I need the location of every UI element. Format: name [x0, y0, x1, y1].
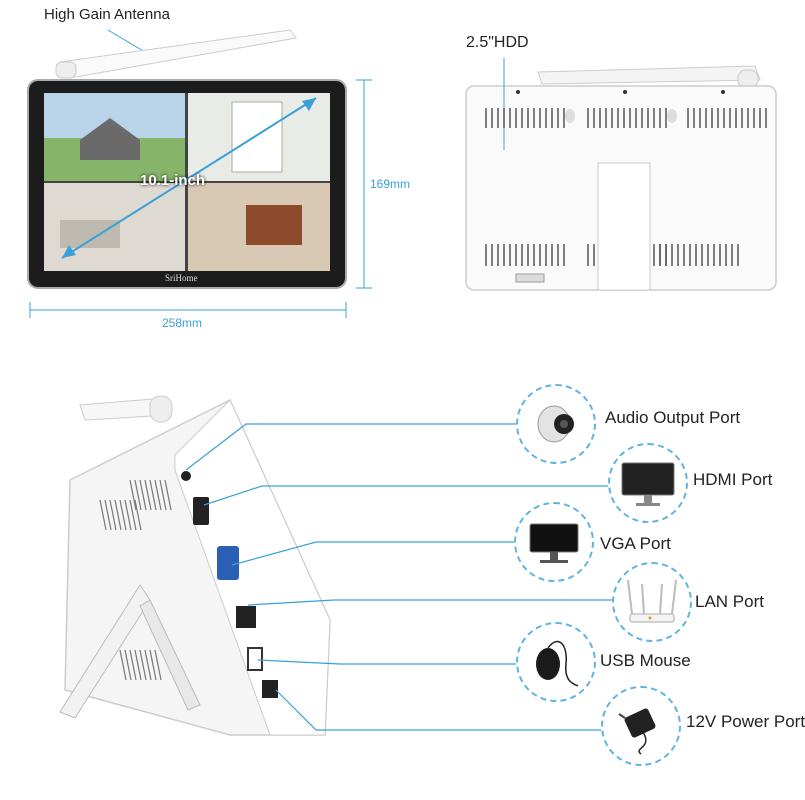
- monitor-icon: [529, 523, 579, 563]
- usb-circle: [516, 622, 596, 702]
- power-port: [262, 680, 278, 698]
- hdmi-circle: [608, 443, 688, 523]
- monitor-back: [465, 58, 777, 291]
- audio-circle: [516, 384, 596, 464]
- antenna-icon: [55, 29, 297, 79]
- hdmi-port: [193, 497, 209, 525]
- hdd-label: 2.5"HDD: [466, 34, 529, 51]
- screen-size-label: 10.1-inch: [140, 172, 206, 189]
- port-leader-lines: [185, 423, 612, 731]
- lan-circle: [612, 562, 692, 642]
- port-label-lan: LAN Port: [695, 592, 764, 611]
- width-dimension: [29, 302, 347, 318]
- antenna-label: High Gain Antenna: [44, 6, 170, 23]
- height-dim-label: 169mm: [370, 177, 411, 191]
- power-circle: [601, 686, 681, 766]
- speaker-icon: [537, 405, 574, 443]
- lan-port: [236, 606, 256, 628]
- vga-circle: [514, 502, 594, 582]
- monitor-front: [27, 79, 347, 289]
- monitor-icon: [621, 462, 675, 506]
- height-dimension: [356, 79, 372, 289]
- port-label-hdmi: HDMI Port: [693, 470, 773, 489]
- usb-port: [247, 647, 263, 671]
- audio-port: [181, 471, 191, 481]
- vga-port: [217, 546, 239, 580]
- monitor-side: [59, 395, 331, 736]
- router-icon: [627, 579, 677, 623]
- port-label-power: 12V Power Port: [686, 712, 805, 731]
- mouse-icon: [536, 640, 579, 687]
- port-label-audio: Audio Output Port: [605, 408, 741, 427]
- width-dim-label: 258mm: [162, 316, 203, 330]
- power-adapter-icon: [618, 708, 656, 755]
- brand-logo: SriHome: [165, 273, 198, 283]
- port-label-usb: USB Mouse: [600, 651, 691, 670]
- port-label-vga: VGA Port: [600, 534, 671, 553]
